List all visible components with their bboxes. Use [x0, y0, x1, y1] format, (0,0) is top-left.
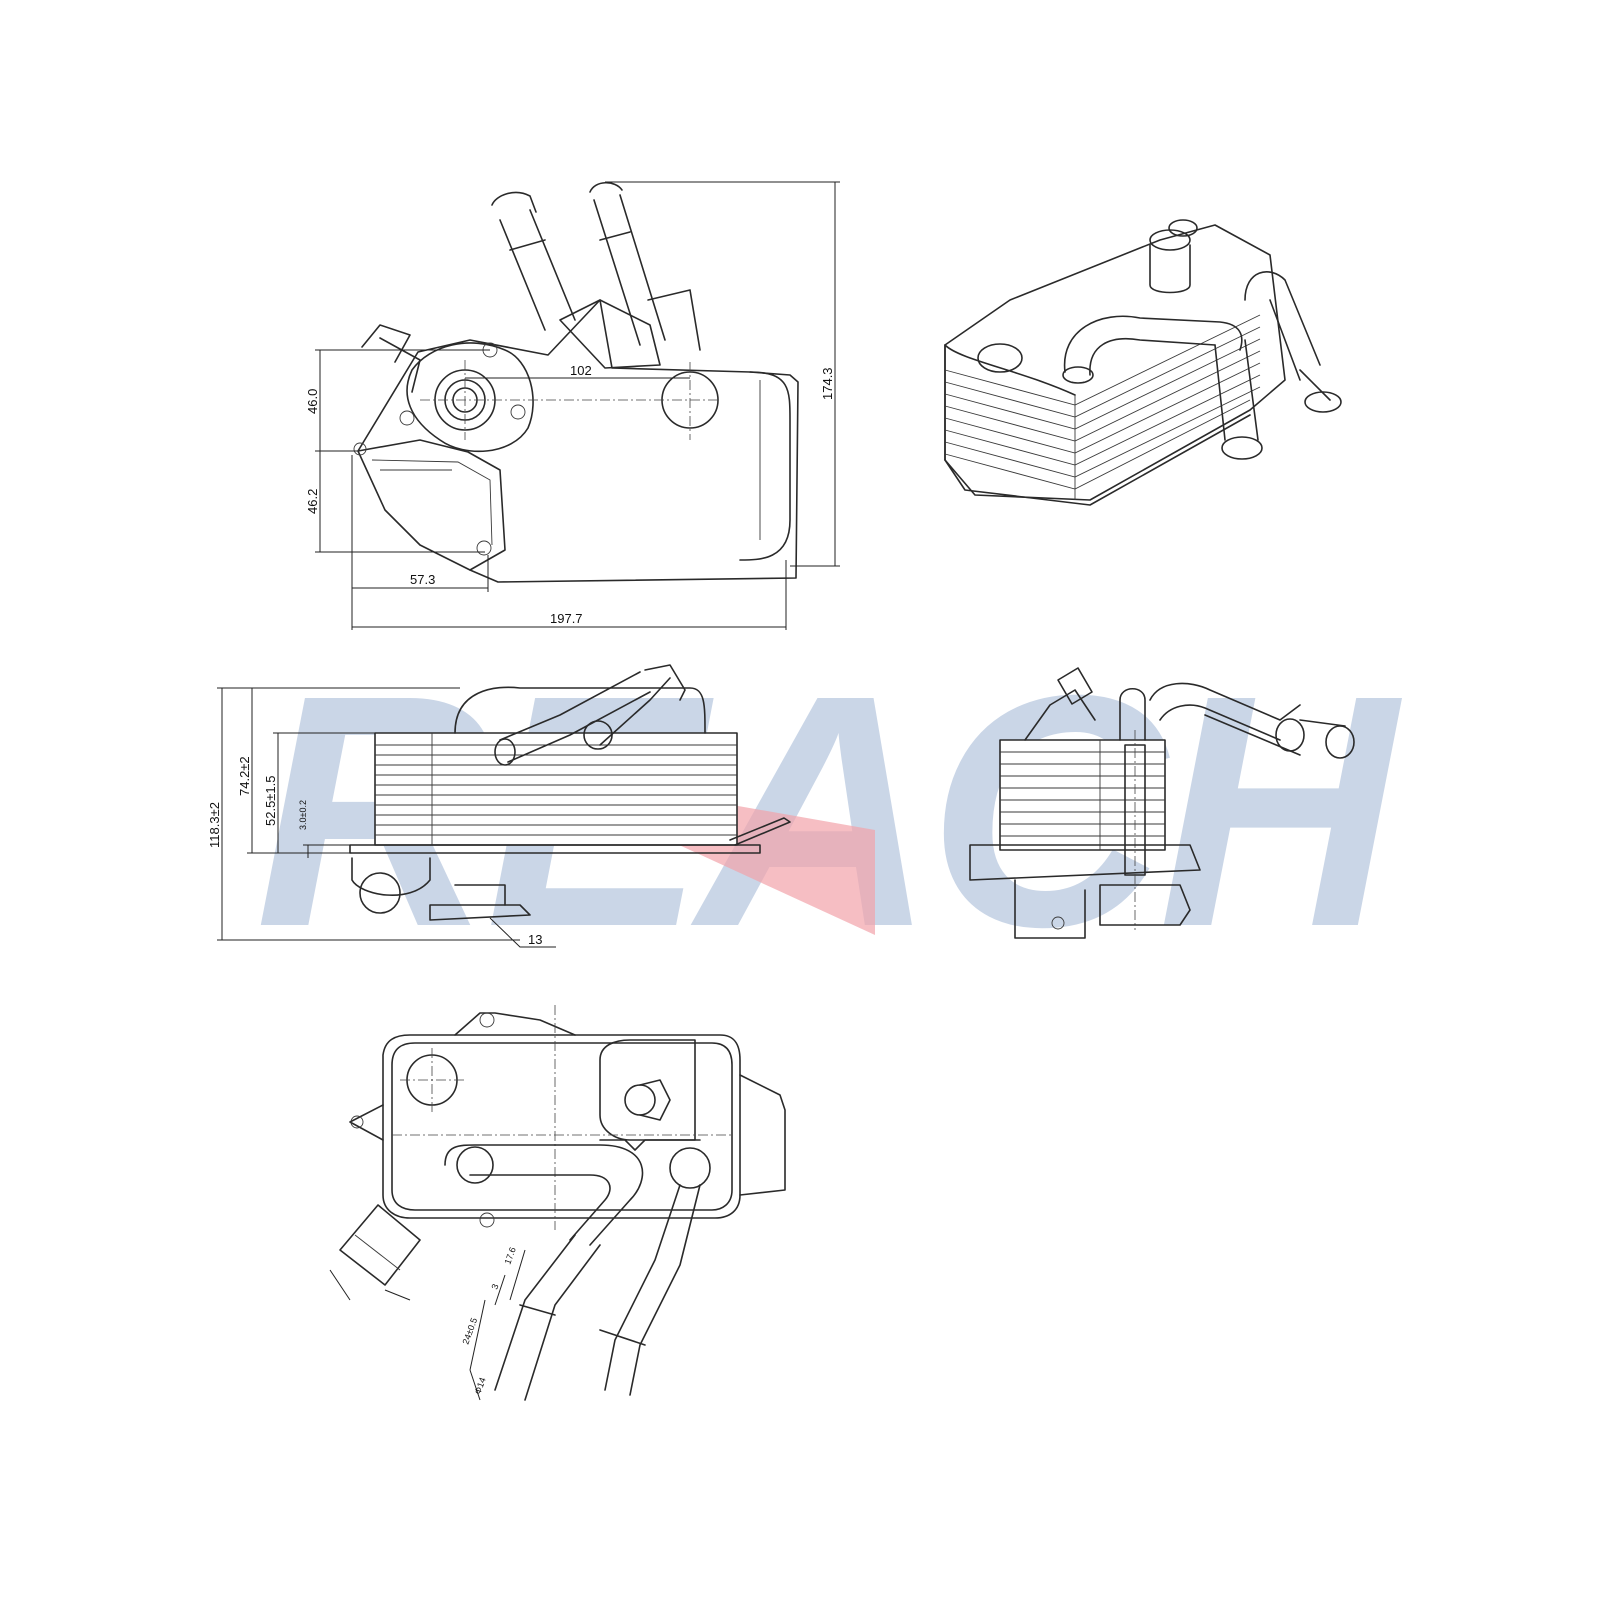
- top-view: 102 46.0 46.2 57.3 197.7 174.3: [305, 181, 840, 630]
- oil-cooler-section-icon: [969, 667, 1355, 939]
- side-view: 118.3±2 74.2±2 52.5±1.5 3.0±0.2 13: [207, 664, 791, 948]
- section-fins: [1000, 740, 1165, 850]
- side-view-fins: [375, 733, 737, 845]
- dim-197-7-label: 197.7: [550, 611, 583, 626]
- dim-3-0-label: 3.0±0.2: [298, 800, 308, 830]
- bottom-view: 17.6 3 24±0.5 Φ14: [329, 1005, 786, 1401]
- dim-118-3-label: 118.3±2: [207, 802, 222, 848]
- dim-phi14-label: Φ14: [472, 1376, 487, 1396]
- dim-3-label: 3: [489, 1283, 500, 1291]
- dim-17-6-label: 17.6: [502, 1246, 517, 1266]
- dim-102-label: 102: [570, 363, 592, 378]
- dim-174-3-label: 174.3: [820, 367, 835, 400]
- oil-cooler-isometric-icon: [944, 219, 1342, 506]
- dim-46-0-label: 46.0: [305, 389, 320, 414]
- callout-13-label: 13: [528, 932, 542, 947]
- dim-46-2-label: 46.2: [305, 489, 320, 514]
- dim-52-5-label: 52.5±1.5: [263, 775, 278, 826]
- dim-57-3-label: 57.3: [410, 572, 435, 587]
- dim-74-2-label: 74.2±2: [237, 756, 252, 796]
- isometric-fins: [944, 314, 1261, 500]
